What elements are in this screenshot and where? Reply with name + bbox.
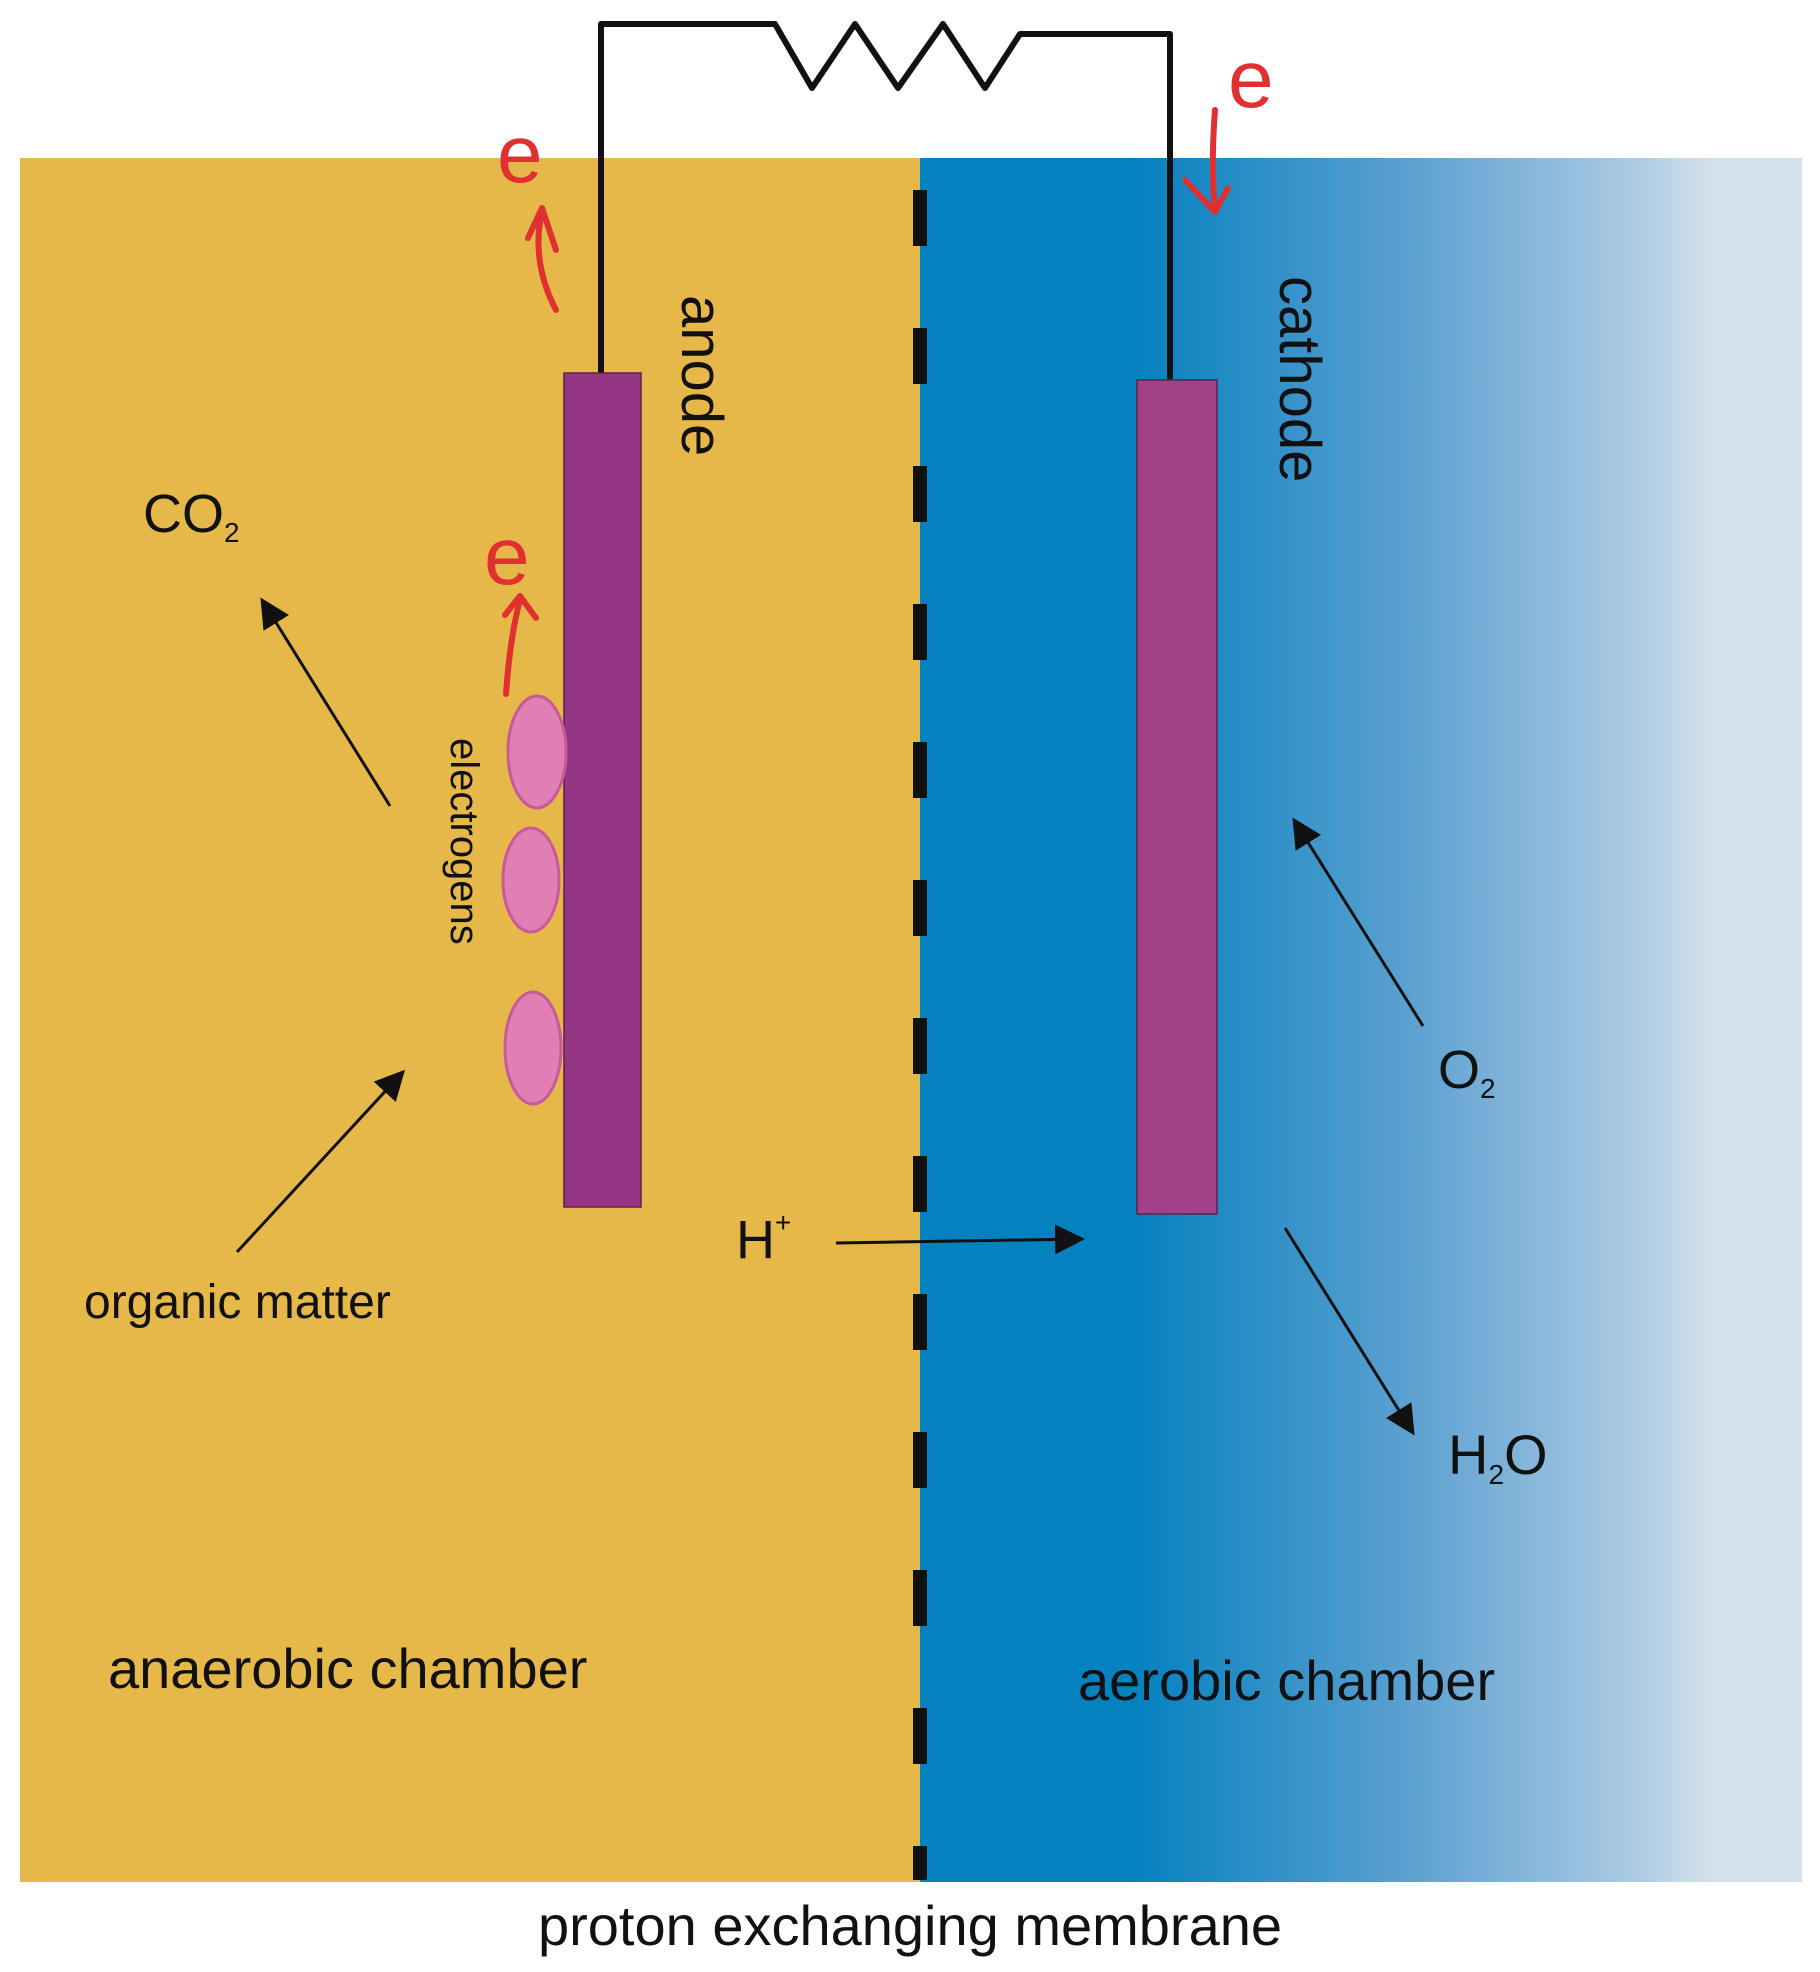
anode-electrode	[563, 372, 642, 1208]
electron-label-electrogens: e	[484, 511, 530, 602]
co2-label: CO2	[143, 484, 240, 548]
electrogen-cell	[503, 990, 563, 1106]
electron-label-anode-top: e	[497, 109, 543, 200]
electron-arrow-electrogens	[502, 593, 539, 697]
anaerobic-chamber-label: anaerobic chamber	[108, 1637, 587, 1700]
organic-matter-label: organic matter	[84, 1276, 391, 1329]
electron-arrows	[502, 107, 1231, 697]
co2-arrow	[260, 597, 392, 807]
proton-label: H+	[736, 1207, 791, 1270]
electron-arrow-cathode	[1182, 107, 1231, 215]
proton-arrow	[835, 1224, 1085, 1255]
cathode-electrode	[1136, 379, 1218, 1215]
h2o-label: H2O	[1448, 1423, 1548, 1490]
anode-label: anode	[669, 295, 734, 456]
o2-arrow	[1292, 817, 1425, 1027]
electrogen-cell	[501, 826, 561, 934]
electrogens-label: electrogens	[442, 738, 486, 945]
cathode-label: cathode	[1267, 276, 1332, 482]
electrogens-cluster	[501, 694, 568, 1106]
circuit-wire	[598, 21, 1173, 380]
membrane-label: proton exchanging membrane	[538, 1894, 1282, 1957]
organic-matter-arrow	[235, 1069, 406, 1254]
electrogen-cell	[506, 694, 568, 810]
aerobic-chamber-region	[920, 158, 1802, 1882]
h2o-arrow	[1283, 1227, 1415, 1436]
anaerobic-chamber-region	[20, 158, 920, 1882]
o2-label: O2	[1438, 1040, 1496, 1104]
aerobic-chamber-label: aerobic chamber	[1078, 1649, 1495, 1712]
electron-label-cathode: e	[1228, 34, 1274, 125]
electron-arrow-anode-top	[525, 205, 559, 313]
